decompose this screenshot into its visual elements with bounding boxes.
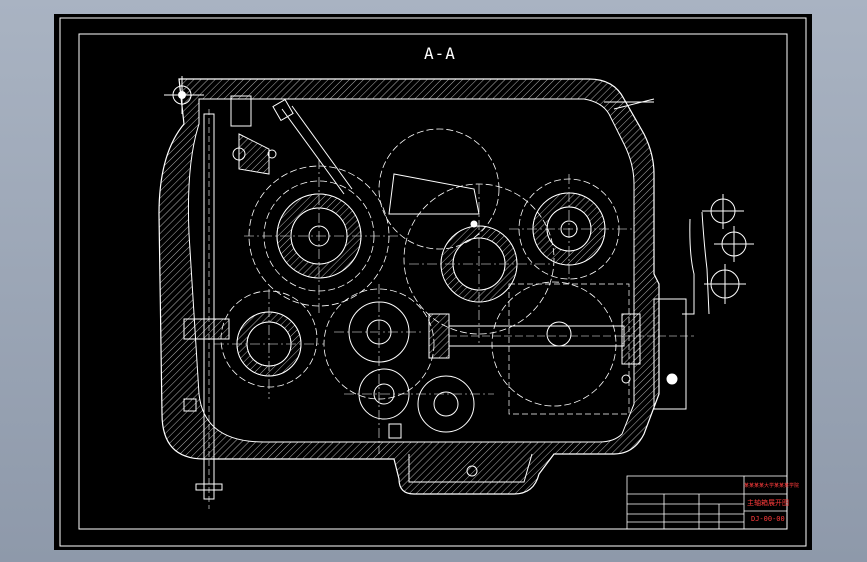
center-lines bbox=[214, 159, 634, 454]
title-block-drawing-number: DJ-00-00 bbox=[751, 515, 785, 523]
main-spindle bbox=[183, 283, 694, 415]
section-view-title: A-A bbox=[424, 44, 456, 63]
gearbox-housing bbox=[158, 76, 687, 495]
hatched-gear-rims bbox=[236, 192, 606, 377]
title-block bbox=[626, 475, 788, 530]
title-block-drawing-name: 主轴箱展开图 bbox=[747, 499, 789, 507]
external-handle bbox=[621, 194, 754, 385]
shift-fork-link bbox=[238, 98, 480, 215]
assembly-drawing bbox=[59, 17, 807, 547]
inner-border bbox=[78, 33, 788, 530]
cad-viewport[interactable]: A-A 某某某某大学某某某学院 主轴箱展开图 DJ-00-00 bbox=[54, 14, 812, 550]
outer-border bbox=[59, 17, 807, 547]
left-control-rod bbox=[195, 95, 252, 509]
title-block-school: 某某某某大学某某某学院 bbox=[744, 483, 800, 489]
small-fasteners bbox=[183, 147, 478, 439]
